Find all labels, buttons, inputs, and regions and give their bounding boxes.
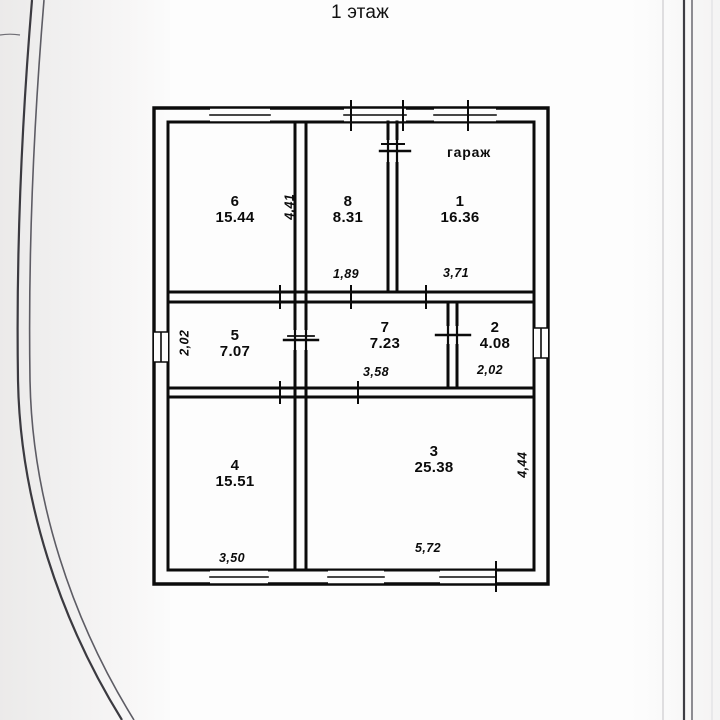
plan-walls-svg	[152, 100, 550, 592]
dimension-3-50: 3,50	[219, 551, 245, 565]
dimension-3-58: 3,58	[363, 365, 389, 379]
scan-paper-shading-right	[630, 0, 720, 720]
garage-label: гараж	[447, 144, 491, 160]
room-label-2: 2 4.08	[479, 319, 511, 353]
page-title: 1 этаж	[330, 2, 390, 23]
room-label-5: 5 7.07	[219, 327, 251, 361]
dimension-3-71: 3,71	[443, 266, 469, 280]
dimension-2-02-left: 2,02	[177, 329, 192, 356]
dimension-4-44: 4,44	[515, 451, 530, 478]
room-label-1: 1 16.36	[440, 193, 480, 227]
room-label-3: 3 25.38	[414, 443, 454, 477]
dimension-5-72: 5,72	[415, 541, 441, 555]
room-label-8: 8 8.31	[332, 193, 364, 227]
room-label-7: 7 7.23	[369, 319, 401, 353]
dimension-2-02-right: 2,02	[477, 363, 503, 377]
dimension-1-89: 1,89	[333, 267, 359, 281]
scan-paper-shading-left	[0, 0, 170, 720]
dimension-4-41: 4,41	[282, 193, 297, 220]
floor-plan-drawing: 6 15.44 8 8.31 1 16.36 5 7.07 7 7.23 2 4…	[148, 100, 554, 592]
room-label-4: 4 15.51	[215, 457, 255, 491]
room-label-6: 6 15.44	[215, 193, 255, 227]
